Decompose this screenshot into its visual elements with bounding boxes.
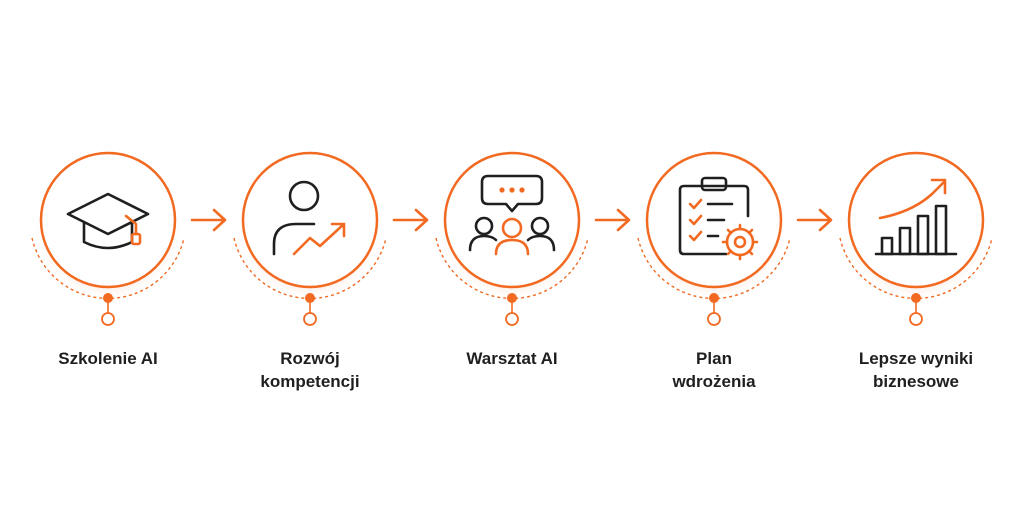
step-label-szkolenie-ai: Szkolenie AI xyxy=(58,349,158,368)
step-3-node-hollow xyxy=(505,312,519,326)
step-label-warsztat-ai: Warsztat AI xyxy=(466,349,558,368)
arrow-right-icon xyxy=(392,208,429,232)
arrow-right-icon xyxy=(190,208,227,232)
step-1-ring xyxy=(39,151,177,289)
step-4-node-filled xyxy=(709,293,719,303)
step-5-node-filled xyxy=(911,293,921,303)
step-label-lepsze-wyniki: Lepsze wyniki biznesowe xyxy=(858,349,974,391)
step-2-node-hollow xyxy=(303,312,317,326)
step-2 xyxy=(233,151,387,326)
step-4 xyxy=(637,151,791,326)
step-3-node-filled xyxy=(507,293,517,303)
graduation-cap-icon xyxy=(66,192,150,250)
step-1-node-hollow xyxy=(101,312,115,326)
step-1 xyxy=(31,151,185,326)
step-label-plan-wdrozenia: Plan wdrożenia xyxy=(672,349,756,391)
step-2-node-filled xyxy=(305,293,315,303)
step-label-rozwoj-kompetencji: Rozwój kompetencji xyxy=(260,349,360,391)
team-discussion-icon xyxy=(468,174,556,256)
step-1-node-filled xyxy=(103,293,113,303)
arrow-right-icon xyxy=(594,208,631,232)
step-5 xyxy=(839,151,993,326)
rising-bar-chart-icon xyxy=(874,178,958,256)
step-5-node-hollow xyxy=(909,312,923,326)
step-3 xyxy=(435,151,589,326)
step-2-ring xyxy=(241,151,379,289)
step-5-ring xyxy=(847,151,985,289)
step-4-node-hollow xyxy=(707,312,721,326)
arrow-right-icon xyxy=(796,208,833,232)
clipboard-gear-icon xyxy=(678,176,759,261)
person-growth-icon xyxy=(272,180,346,256)
